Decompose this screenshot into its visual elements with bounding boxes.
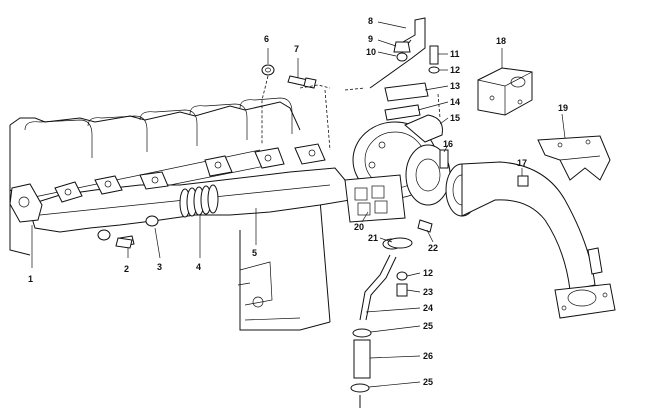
callout-20: 20	[354, 222, 364, 232]
callout-8: 8	[368, 16, 373, 26]
callout-25-lower: 25	[423, 377, 433, 387]
callout-24: 24	[423, 303, 433, 313]
callout-10: 10	[366, 47, 376, 57]
exhaust-elbow	[445, 161, 616, 319]
callout-2: 2	[124, 264, 129, 274]
callout-5: 5	[252, 248, 257, 258]
callout-14: 14	[450, 97, 460, 107]
callout-labels: 1 2 3 4 5 6 7 8 9 10 11 12 13 14 15 16 1…	[28, 16, 568, 387]
callout-18: 18	[496, 36, 506, 46]
callout-25-upper: 25	[423, 321, 433, 331]
part-19-bracket	[537, 135, 611, 181]
leader-lines	[31, 21, 566, 388]
callout-19: 19	[558, 103, 568, 113]
part-18-bracket	[477, 67, 533, 116]
bellows-joint	[179, 184, 219, 218]
turbocharger	[344, 114, 451, 223]
callout-9: 9	[368, 34, 373, 44]
callout-21: 21	[368, 233, 378, 243]
callout-22: 22	[428, 243, 438, 253]
callout-12-lower: 12	[423, 268, 433, 278]
callout-26: 26	[423, 351, 433, 361]
callout-23: 23	[423, 287, 433, 297]
callout-17: 17	[517, 158, 527, 168]
callout-15: 15	[450, 113, 460, 123]
callout-16: 16	[443, 139, 453, 149]
callout-12-upper: 12	[450, 65, 460, 75]
callout-13: 13	[450, 81, 460, 91]
exhaust-manifold	[9, 143, 351, 247]
small-parts	[115, 41, 529, 249]
callout-3: 3	[157, 262, 162, 272]
callout-11: 11	[450, 49, 460, 59]
callout-6: 6	[264, 34, 269, 44]
callout-4: 4	[196, 262, 201, 272]
callout-1: 1	[28, 274, 33, 284]
callout-7: 7	[294, 44, 299, 54]
